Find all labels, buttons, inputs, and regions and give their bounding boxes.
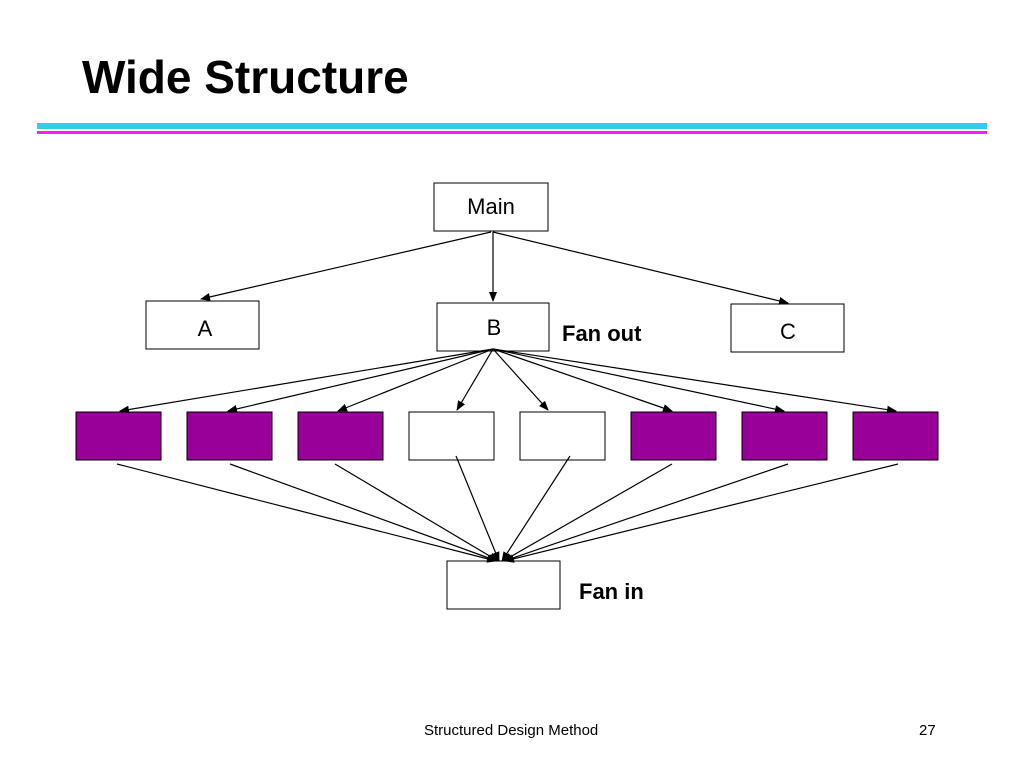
- main-module-label: Main: [467, 194, 515, 219]
- fan-in-module-box: [446, 560, 561, 610]
- arrow-b-to-sub-8: [492, 348, 897, 414]
- module-a-label: A: [198, 316, 213, 341]
- arrow-b-to-sub-7: [492, 348, 785, 414]
- arrow-sub-2-to-fan-in: [229, 463, 498, 562]
- module-c-label: C: [780, 319, 796, 344]
- fan-out-label: Fan out: [562, 321, 642, 346]
- module-b-box: [436, 302, 550, 352]
- sub-module-2: [186, 411, 273, 461]
- module-c-box: [730, 303, 845, 353]
- page-number: 27: [919, 722, 936, 739]
- arrow-sub-8-to-fan-in: [504, 463, 899, 563]
- arrow-b-to-sub-1: [119, 348, 494, 414]
- arrow-sub-7-to-fan-in: [503, 463, 789, 562]
- sub-module-4: [408, 411, 495, 461]
- sub-module-8: [852, 411, 939, 461]
- arrow-b-to-sub-2: [227, 348, 494, 413]
- sub-module-3: [297, 411, 384, 461]
- arrow-b-to-sub-4: [456, 348, 494, 411]
- arrow-b-to-sub-6: [492, 348, 673, 412]
- slide-title: Wide Structure: [82, 51, 409, 103]
- title-underline-magenta: [37, 131, 987, 134]
- footer-title: Structured Design Method: [424, 722, 599, 739]
- arrow-sub-5-to-fan-in: [501, 455, 571, 562]
- arrow-main-to-a: [200, 231, 492, 301]
- main-module-box: [433, 182, 549, 232]
- main-fan-arrows: [200, 231, 789, 305]
- sub-module-6: [630, 411, 717, 461]
- sub-module-7: [741, 411, 828, 461]
- fan-out-arrows: [119, 348, 897, 414]
- sub-module-1: [75, 411, 162, 461]
- arrow-sub-6-to-fan-in: [502, 463, 673, 562]
- sub-modules-row: [75, 411, 939, 461]
- fan-in-label: Fan in: [579, 579, 644, 604]
- fan-in-arrows: [116, 455, 899, 563]
- sub-module-5: [519, 411, 606, 461]
- module-b-label: B: [487, 315, 502, 340]
- arrow-b-to-sub-5: [492, 348, 549, 411]
- arrow-b-to-sub-3: [337, 348, 494, 412]
- arrow-sub-4-to-fan-in: [455, 455, 500, 562]
- arrow-main-to-c: [492, 231, 789, 305]
- arrow-sub-1-to-fan-in: [116, 463, 497, 563]
- title-underline-cyan: [37, 123, 987, 129]
- module-a-box: [145, 300, 260, 350]
- arrow-sub-3-to-fan-in: [334, 463, 499, 562]
